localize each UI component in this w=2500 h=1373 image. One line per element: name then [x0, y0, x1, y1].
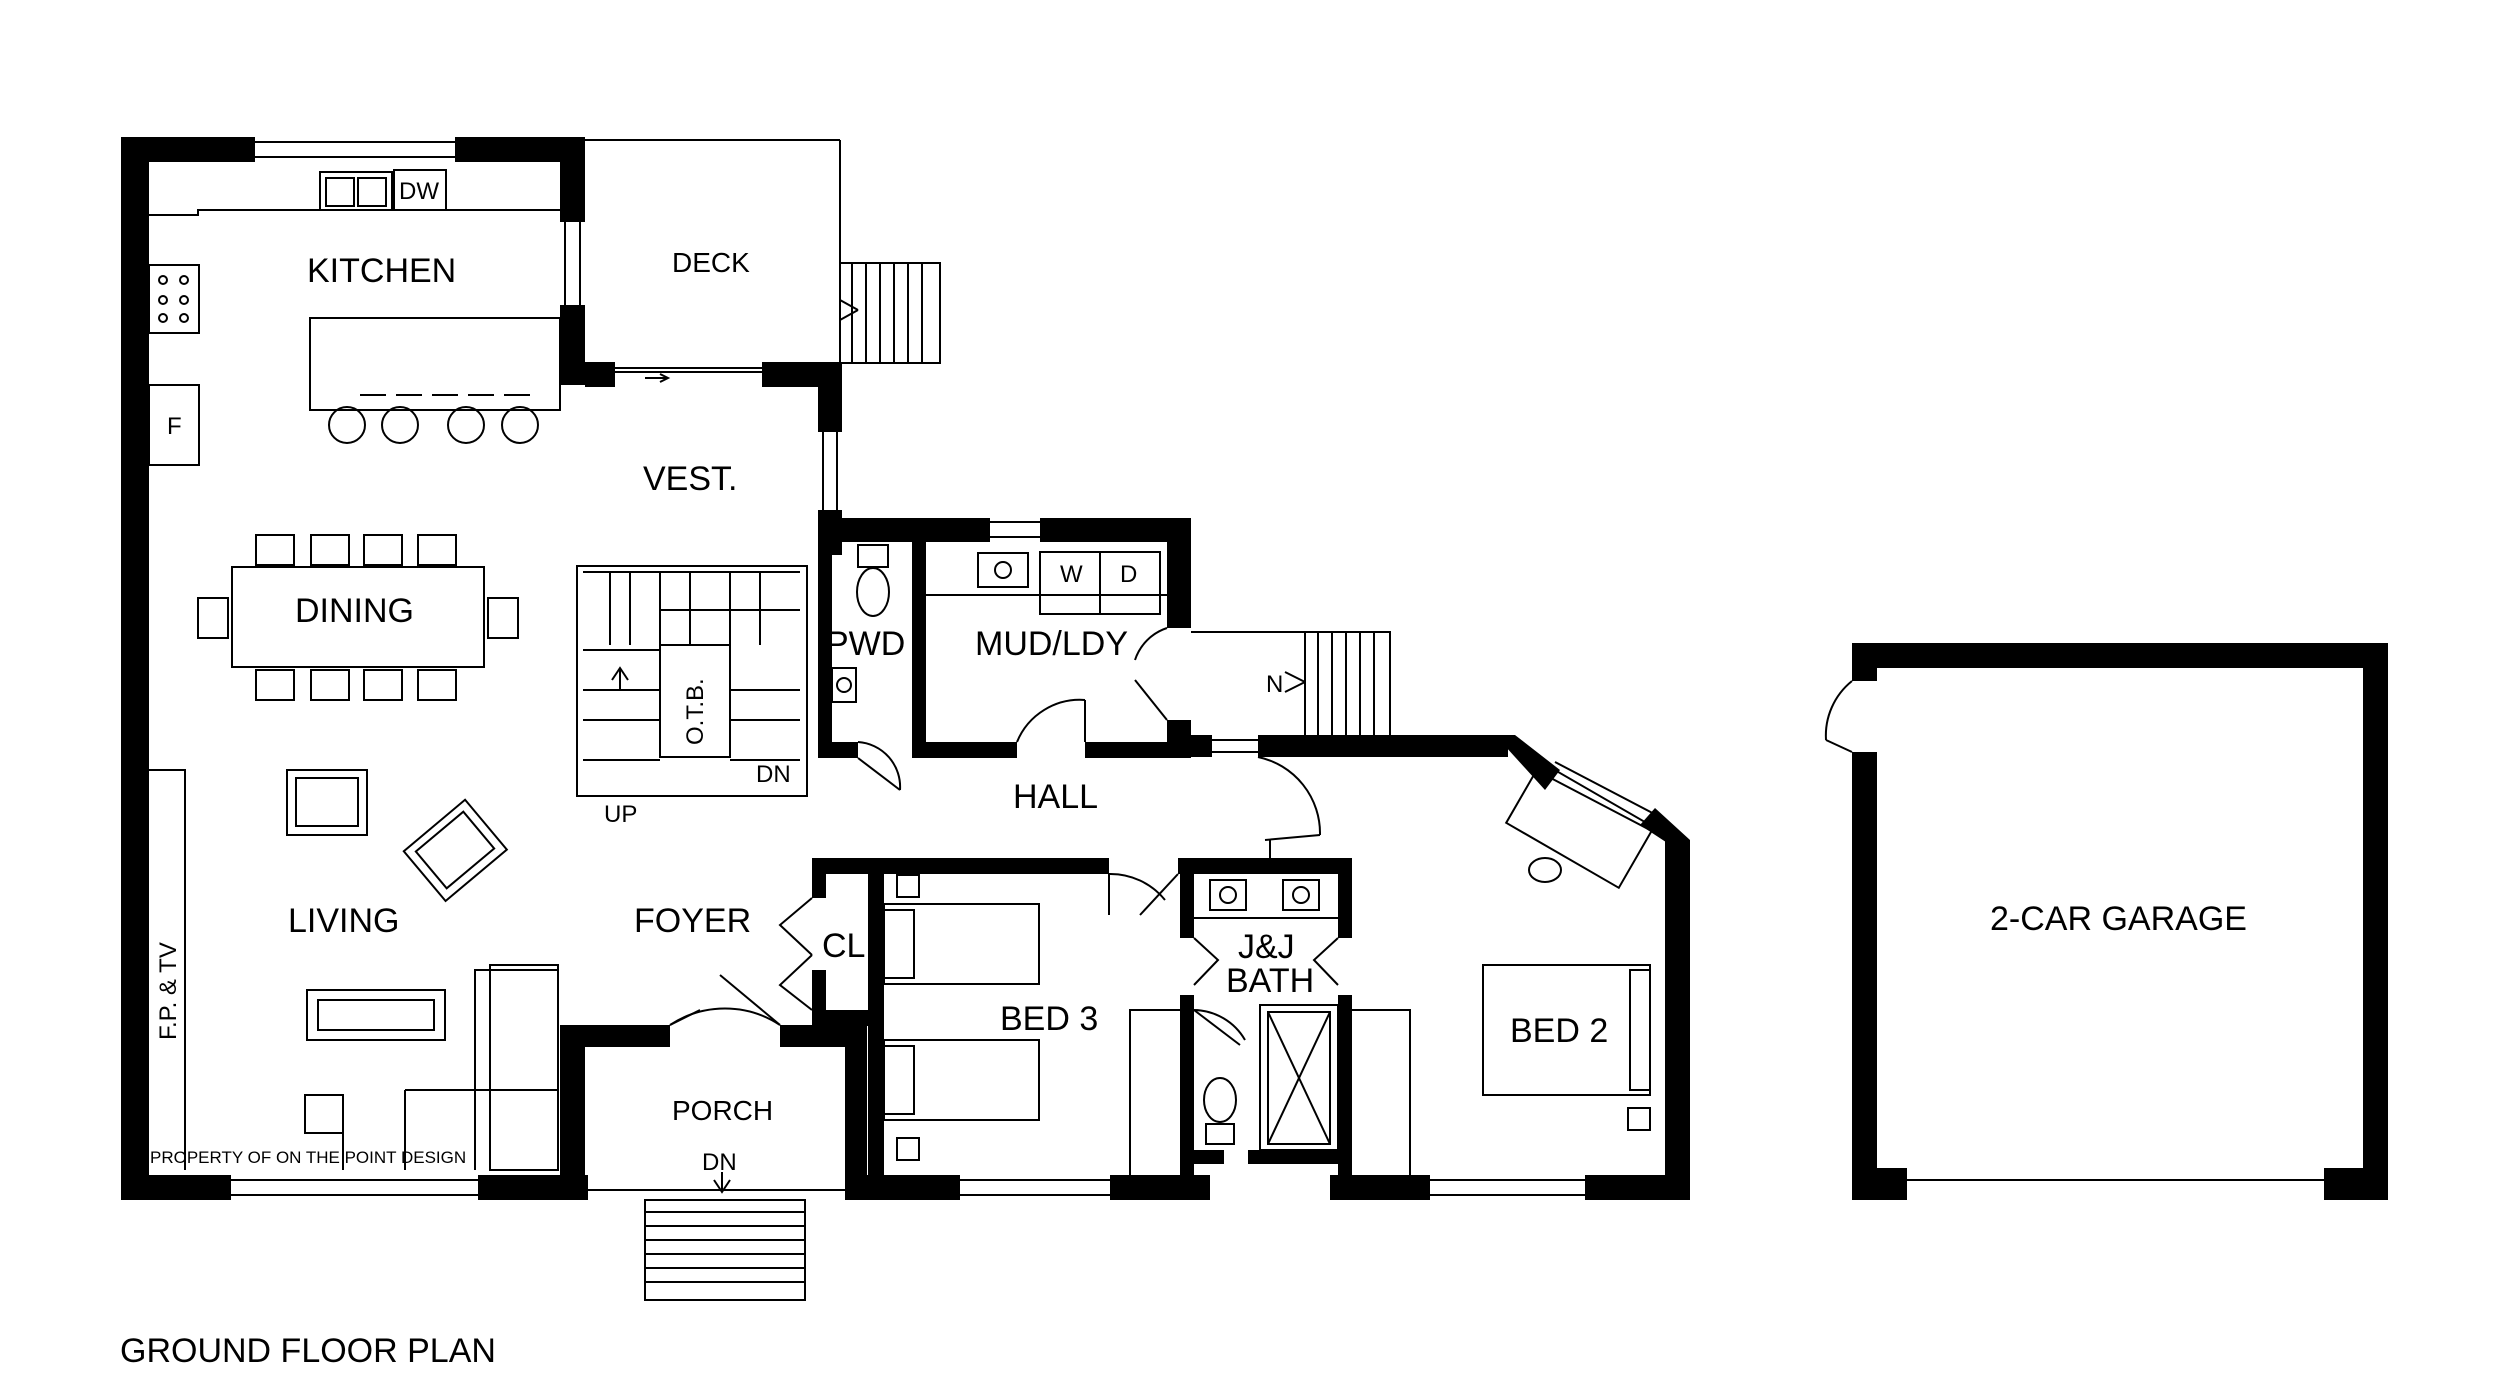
dishwasher-label: DW	[399, 178, 439, 205]
jj-bath-label-line2: BATH	[1226, 962, 1314, 1000]
dishwasher-box	[393, 169, 447, 211]
vest-label: VEST.	[643, 460, 737, 498]
stair-north-label: N	[1266, 671, 1283, 698]
foyer-label: FOYER	[634, 902, 751, 940]
living-furniture	[149, 769, 559, 1171]
mud-laundry-label: MUD/LDY	[975, 625, 1128, 663]
hall-label: HALL	[1013, 778, 1098, 816]
porch-stairs	[585, 1172, 845, 1301]
kitchen-counters	[148, 209, 561, 466]
dryer-label: D	[1120, 561, 1137, 588]
bed3-label: BED 3	[1000, 1000, 1098, 1038]
powder-label: PWD	[826, 625, 905, 663]
fridge-label: F	[167, 413, 182, 440]
garage-label: 2-CAR GARAGE	[1990, 900, 2247, 938]
stair-dn-label: DN	[756, 761, 791, 788]
porch-stair-dn-label: DN	[702, 1149, 737, 1176]
otb-label: O.T.B.	[682, 678, 709, 745]
garage-walls	[1852, 643, 2388, 1200]
plan-title: GROUND FLOOR PLAN	[120, 1332, 496, 1370]
bed2-furniture	[1482, 760, 1656, 1131]
fireplace-tv-label: F.P. & TV	[155, 942, 182, 1040]
powder-fixtures	[831, 544, 902, 791]
mud-stairs	[1191, 631, 1391, 735]
kitchen-label: KITCHEN	[307, 252, 456, 290]
kitchen-sink	[319, 171, 393, 211]
deck-stairs	[839, 262, 941, 364]
main-stairs	[576, 565, 808, 797]
interior-walls	[812, 518, 1352, 1200]
cooktop	[158, 275, 189, 323]
jj-bath-fixtures	[1193, 879, 1411, 1175]
credit-text: PROPERTY OF ON THE POINT DESIGN	[150, 1148, 466, 1167]
jj-bath-label-line1: J&J	[1238, 928, 1295, 966]
exterior-walls	[121, 137, 1690, 1200]
garage-doors	[1824, 680, 2324, 1181]
foyer-doors	[669, 872, 1179, 1026]
washer-label: W	[1060, 561, 1083, 588]
dining-label: DINING	[295, 592, 414, 630]
dining-table	[197, 534, 519, 701]
bed3-furniture	[883, 874, 1180, 1175]
living-label: LIVING	[288, 902, 399, 940]
deck-label: DECK	[672, 247, 750, 278]
closet-label: CL.	[822, 927, 875, 965]
porch-label: PORCH	[672, 1095, 773, 1126]
windows	[125, 141, 1663, 1196]
bed2-label: BED 2	[1510, 1012, 1608, 1050]
mud-fixtures	[926, 551, 1168, 743]
stair-up-label: UP	[604, 801, 637, 828]
hall-doors	[1257, 756, 1322, 858]
